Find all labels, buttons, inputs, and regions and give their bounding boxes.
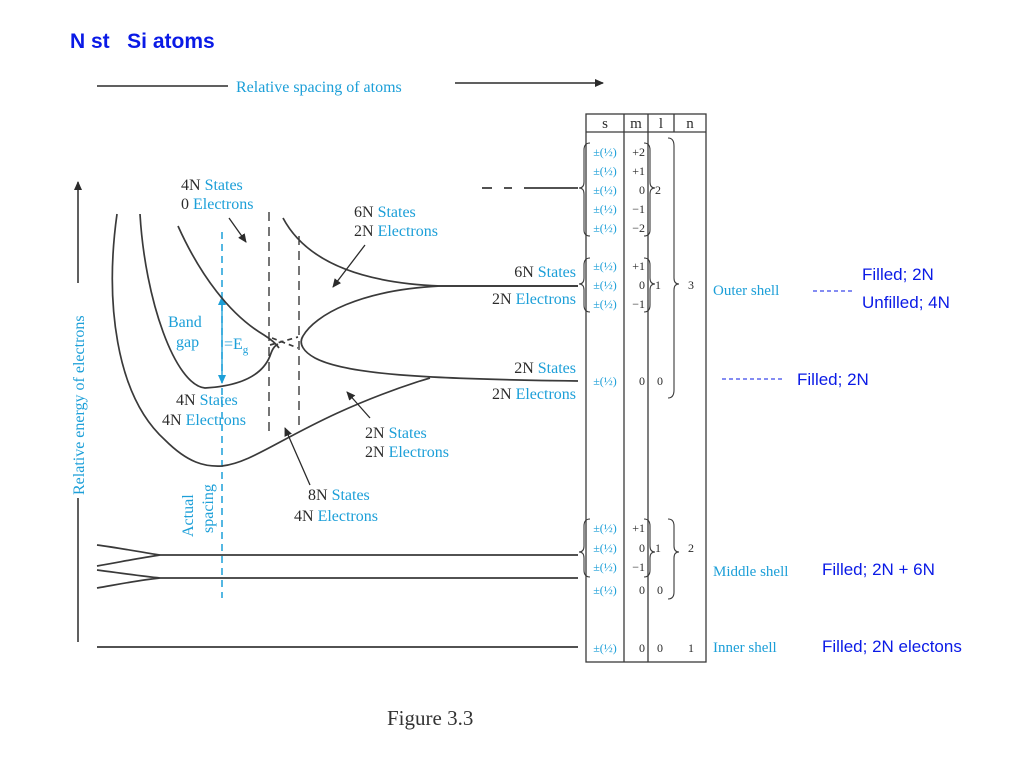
- svg-text:Band: Band: [168, 314, 202, 331]
- table-header-n: n: [686, 116, 694, 132]
- arrow-4n-0e: [228, 217, 247, 243]
- svg-text:±(½): ±(½): [593, 278, 617, 292]
- svg-text:0: 0: [639, 183, 645, 197]
- upper-band-top-curve: [177, 225, 280, 349]
- arrow-2n-2e-lower: [346, 391, 371, 419]
- svg-text:±(½): ±(½): [593, 521, 617, 535]
- slide-title: N st Si atoms: [70, 30, 215, 53]
- svg-text:4N Electrons: 4N Electrons: [294, 508, 378, 525]
- svg-text:±(½): ±(½): [593, 259, 617, 273]
- svg-text:6N States: 6N States: [354, 204, 416, 221]
- band-label-8n-4e: 8N States 4N Electrons: [294, 487, 378, 525]
- svg-text:0: 0: [639, 374, 645, 388]
- band-label-4n-4e: 4N States 4N Electrons: [162, 392, 246, 429]
- svg-text:2N Electrons: 2N Electrons: [365, 444, 449, 461]
- svg-text:−1: −1: [632, 560, 645, 574]
- table-header-m: m: [630, 116, 642, 132]
- svg-text:0: 0: [639, 641, 645, 655]
- upper-band-lower-branch: [300, 285, 579, 382]
- svg-text:2: 2: [688, 541, 694, 555]
- gap-cross-2: [271, 337, 299, 349]
- l-values: 2 1 0 1 0 0: [655, 183, 663, 655]
- svg-text:1: 1: [688, 641, 694, 655]
- svg-text:3: 3: [688, 278, 694, 292]
- s-values: ±(½) ±(½) ±(½) ±(½) ±(½) ±(½) ±(½) ±(½) …: [593, 145, 617, 655]
- svg-text:2N States: 2N States: [365, 425, 427, 442]
- actual-spacing-label: Actual spacing: [180, 484, 217, 537]
- svg-text:2: 2: [655, 183, 661, 197]
- svg-text:−2: −2: [632, 221, 645, 235]
- svg-text:±(½): ±(½): [593, 145, 617, 159]
- svg-text:2N Electrons: 2N Electrons: [354, 223, 438, 240]
- table-header-l: l: [659, 116, 663, 132]
- svg-text:±(½): ±(½): [593, 183, 617, 197]
- note-s-filled: Filled; 2N: [797, 370, 869, 389]
- note-inner-shell: Filled; 2N electons: [822, 637, 962, 656]
- svg-text:2N States: 2N States: [514, 360, 576, 377]
- svg-text:2N Electrons: 2N Electrons: [492, 291, 576, 308]
- energy-axis-label: Relative energy of electrons: [71, 315, 88, 495]
- svg-text:±(½): ±(½): [593, 297, 617, 311]
- eg-label: =Eg: [224, 336, 249, 356]
- inner-shell-label: Inner shell: [713, 640, 777, 656]
- band-label-6n-2e-mid: 6N States 2N Electrons: [354, 204, 438, 240]
- arrow-8n-4e: [284, 427, 311, 486]
- table-braces: [578, 137, 680, 600]
- svg-text:−1: −1: [632, 202, 645, 216]
- spacing-axis-label: Relative spacing of atoms: [236, 79, 402, 96]
- arrow-6n-2e: [332, 244, 366, 288]
- svg-text:+1: +1: [632, 164, 645, 178]
- svg-text:0: 0: [639, 278, 645, 292]
- upper-band-top-right: [282, 217, 578, 287]
- svg-text:±(½): ±(½): [593, 374, 617, 388]
- middle-shell-conv-1: [96, 544, 161, 567]
- svg-text:±(½): ±(½): [593, 583, 617, 597]
- figure-caption: Figure 3.3: [387, 706, 474, 730]
- lower-band-upper-curve: [139, 213, 279, 389]
- band-label-4n-0e: 4N States 0 Electrons: [181, 177, 253, 213]
- svg-text:−1: −1: [632, 297, 645, 311]
- note-outer-filled: Filled; 2N: [862, 265, 934, 284]
- middle-shell-conv-2: [96, 569, 161, 589]
- svg-text:±(½): ±(½): [593, 560, 617, 574]
- band-label-2n-2e-right: 2N States 2N Electrons: [492, 360, 576, 403]
- svg-text:1: 1: [655, 541, 661, 555]
- middle-shell-label: Middle shell: [713, 564, 788, 580]
- svg-text:±(½): ±(½): [593, 641, 617, 655]
- svg-text:gap: gap: [176, 334, 199, 351]
- svg-text:2N Electrons: 2N Electrons: [492, 386, 576, 403]
- svg-text:±(½): ±(½): [593, 541, 617, 555]
- gap-cross-1: [269, 336, 299, 346]
- svg-text:0: 0: [657, 374, 663, 388]
- svg-text:0: 0: [639, 541, 645, 555]
- quantum-table: [585, 113, 707, 663]
- note-middle-shell: Filled; 2N + 6N: [822, 560, 935, 579]
- svg-text:+1: +1: [632, 259, 645, 273]
- svg-text:±(½): ±(½): [593, 202, 617, 216]
- table-header-s: s: [602, 116, 608, 132]
- svg-text:8N States: 8N States: [308, 487, 370, 504]
- note-outer-unfilled: Unfilled; 4N: [862, 293, 950, 312]
- svg-text:±(½): ±(½): [593, 221, 617, 235]
- svg-text:4N States: 4N States: [181, 177, 243, 194]
- n-values: 3 2 1: [688, 278, 694, 655]
- outer-shell-label: Outer shell: [713, 283, 779, 299]
- svg-text:±(½): ±(½): [593, 164, 617, 178]
- band-gap-label: Band gap: [168, 314, 202, 351]
- band-label-6n-2e-right: 6N States 2N Electrons: [492, 264, 576, 308]
- svg-text:0 Electrons: 0 Electrons: [181, 196, 253, 213]
- svg-text:6N States: 6N States: [514, 264, 576, 281]
- band-label-2n-2e-lower: 2N States 2N Electrons: [365, 425, 449, 461]
- svg-text:4N Electrons: 4N Electrons: [162, 412, 246, 429]
- svg-text:0: 0: [657, 583, 663, 597]
- svg-text:4N States: 4N States: [176, 392, 238, 409]
- m-values: +2 +1 0 −1 −2 +1 0 −1 0 +1 0 −1 0 0: [632, 145, 645, 655]
- svg-text:0: 0: [657, 641, 663, 655]
- svg-text:+1: +1: [632, 521, 645, 535]
- svg-text:1: 1: [655, 278, 661, 292]
- svg-text:0: 0: [639, 583, 645, 597]
- lower-band-lower-curve: [111, 213, 431, 467]
- svg-text:+2: +2: [632, 145, 645, 159]
